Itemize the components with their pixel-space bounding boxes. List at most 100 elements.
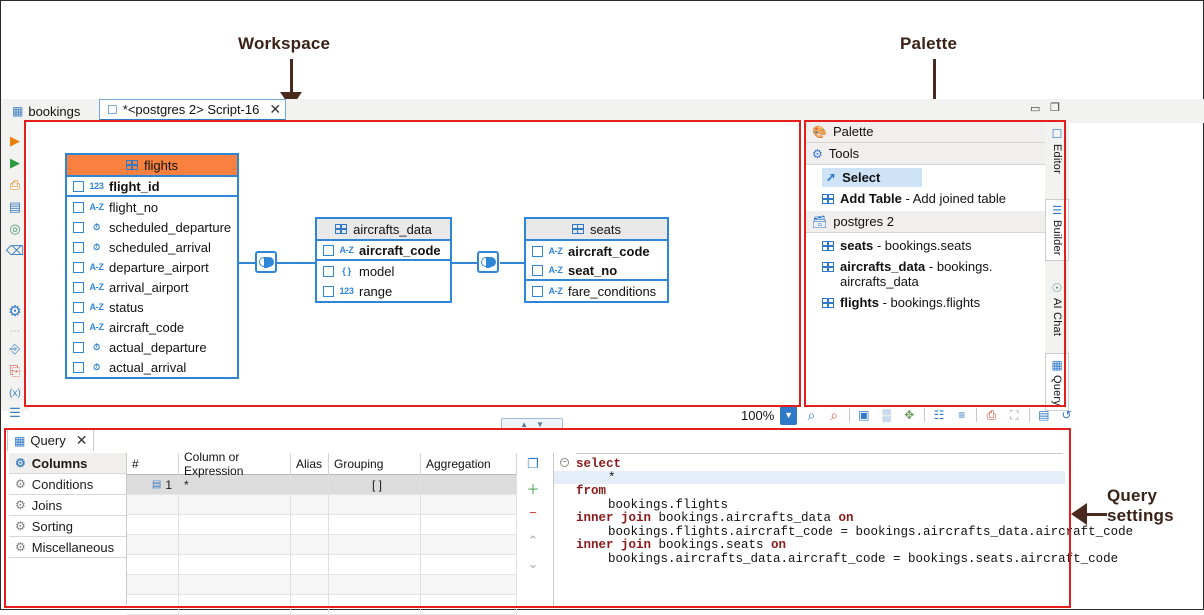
zoom-in-icon[interactable]: ⌕ xyxy=(807,406,816,423)
column-checkbox[interactable] xyxy=(532,285,543,297)
restore-icon[interactable]: ❐ xyxy=(1050,102,1060,114)
cell-aggregation[interactable] xyxy=(421,474,517,495)
column-seat-no[interactable]: A-Z seat_no xyxy=(526,261,667,281)
column-checkbox[interactable] xyxy=(73,201,84,213)
query-setting-sorting[interactable]: ⚙Sorting xyxy=(9,516,126,537)
sql-preview-editor[interactable]: − select * from bookings.flights inner j… xyxy=(553,453,1133,607)
query-setting-joins[interactable]: ⚙Joins xyxy=(9,495,126,516)
column-actual-departure[interactable]: ⏱actual_departure xyxy=(67,337,237,357)
column-flight-id[interactable]: 123 flight_id xyxy=(67,177,237,197)
column-checkbox[interactable] xyxy=(532,245,543,257)
save-image-icon[interactable]: ⛶ xyxy=(1009,407,1019,422)
toggle-grid-icon[interactable]: ▒ xyxy=(882,408,891,422)
column-actual-arrival[interactable]: ⏱actual_arrival xyxy=(67,357,237,377)
column-checkbox[interactable] xyxy=(73,180,84,192)
close-icon[interactable]: ✕ xyxy=(75,432,88,448)
palette-item-seats[interactable]: seats - bookings.seats xyxy=(806,236,1064,255)
tab-query[interactable]: ▦ Query xyxy=(1045,353,1069,411)
table-row[interactable] xyxy=(127,554,517,575)
console-icon[interactable]: ⌫ xyxy=(5,243,25,258)
column-checkbox[interactable] xyxy=(73,361,84,373)
column-scheduled-arrival[interactable]: ⏱scheduled_arrival xyxy=(67,237,237,257)
table-row[interactable] xyxy=(127,534,517,555)
table-row[interactable] xyxy=(127,574,517,595)
add-row-icon[interactable]: ＋ xyxy=(526,482,540,497)
table-row[interactable] xyxy=(127,594,517,615)
palette-item-select[interactable]: ➚ Select xyxy=(822,168,922,187)
cell-column[interactable]: * xyxy=(179,474,291,495)
tab-builder[interactable]: ☰ Builder xyxy=(1045,199,1069,261)
execute-in-new-tab-icon[interactable]: ⎙ xyxy=(9,177,21,192)
column-checkbox[interactable] xyxy=(73,321,84,333)
column-checkbox[interactable] xyxy=(323,244,334,256)
column-checkbox[interactable] xyxy=(73,341,84,353)
variables-icon[interactable]: (x) xyxy=(9,387,21,399)
refresh-icon[interactable]: ↺ xyxy=(1061,408,1072,422)
column-checkbox[interactable] xyxy=(73,241,84,253)
diagram-settings-icon[interactable]: ▤ xyxy=(1038,408,1050,422)
columns-grid[interactable]: # Column or Expression Alias Grouping Ag… xyxy=(127,450,517,615)
ai-assistant-icon[interactable]: ◎ xyxy=(9,221,21,236)
show-columns-icon[interactable]: ≡ xyxy=(958,408,966,422)
settings-gear-icon[interactable]: ⚙ xyxy=(8,303,22,320)
move-up-icon[interactable]: ⌃ xyxy=(527,533,539,548)
query-setting-conditions[interactable]: ⚙Conditions xyxy=(9,474,126,495)
cell-grouping[interactable]: [ ] xyxy=(329,474,421,495)
query-tab[interactable]: ▦ Query ✕ xyxy=(7,429,95,451)
inner-join-venn-icon-2[interactable] xyxy=(477,251,499,273)
column-checkbox[interactable] xyxy=(323,285,334,297)
execute-statement-icon[interactable]: ▶ xyxy=(10,133,20,148)
remove-row-icon[interactable]: − xyxy=(529,505,537,520)
table-row[interactable]: ▤1 * [ ] xyxy=(127,474,517,495)
column-checkbox[interactable] xyxy=(73,281,84,293)
table-row[interactable] xyxy=(127,514,517,535)
collapse-down-icon[interactable]: ▼ xyxy=(536,419,544,429)
palette-item-aircrafts-data[interactable]: aircrafts_data - bookings.aircrafts_data xyxy=(806,257,1064,291)
palette-section-tools[interactable]: ⚙ Tools ⇦ xyxy=(806,143,1064,165)
outline-icon[interactable]: ☰ xyxy=(9,405,21,420)
column-checkbox[interactable] xyxy=(73,261,84,273)
zoom-out-icon[interactable]: ⌕ xyxy=(830,406,839,423)
column-checkbox[interactable] xyxy=(323,265,334,277)
tab-ai-chat[interactable]: ☉ AI Chat xyxy=(1045,277,1069,340)
query-setting-miscellaneous[interactable]: ⚙Miscellaneous xyxy=(9,537,126,558)
collapse-up-icon[interactable]: ▲ xyxy=(520,419,528,429)
column-scheduled-departure[interactable]: ⏱scheduled_departure xyxy=(67,217,237,237)
show-comments-icon[interactable]: ☷ xyxy=(933,408,945,422)
export-resultset-icon[interactable]: ⎆ xyxy=(9,341,21,356)
column-model[interactable]: { }model xyxy=(317,261,450,281)
palette-item-flights[interactable]: flights - bookings.flights xyxy=(806,293,1064,312)
entity-aircrafts-data[interactable]: aircrafts_data A-Z aircraft_code { }mode… xyxy=(315,217,452,303)
query-setting-columns[interactable]: ⚙Columns xyxy=(9,453,126,474)
move-down-icon[interactable]: ⌄ xyxy=(527,556,539,571)
cell-alias[interactable] xyxy=(291,474,329,495)
fit-window-icon[interactable]: ✥ xyxy=(904,408,915,422)
palette-item-add-table[interactable]: Add Table - Add joined table xyxy=(806,189,1064,208)
close-icon[interactable]: ✕ xyxy=(269,101,282,117)
inner-join-venn-icon-1[interactable] xyxy=(255,251,277,273)
palette-section-postgres[interactable]: 🗃 postgres 2 ⇦ xyxy=(806,211,1064,233)
export-file-icon[interactable]: ⎘ xyxy=(9,363,21,378)
table-row[interactable] xyxy=(127,494,517,515)
column-aircraft-code[interactable]: A-Z aircraft_code xyxy=(526,241,667,261)
code-fold-icon[interactable]: − xyxy=(560,458,569,467)
minimize-icon[interactable]: ▭ xyxy=(1030,103,1041,115)
more-options-icon[interactable]: ⋯ xyxy=(10,325,20,337)
print-diagram-icon[interactable]: ⎙ xyxy=(986,407,997,422)
column-checkbox[interactable] xyxy=(532,264,543,276)
column-checkbox[interactable] xyxy=(73,301,84,313)
explain-plan-icon[interactable]: ▤ xyxy=(8,199,22,214)
column-aircraft-code[interactable]: A-Z aircraft_code xyxy=(317,241,450,261)
tab-script-16[interactable]: ☐ *<postgres 2> Script-16 ✕ xyxy=(99,99,287,121)
zoom-dropdown-icon[interactable]: ▼ xyxy=(780,405,798,425)
